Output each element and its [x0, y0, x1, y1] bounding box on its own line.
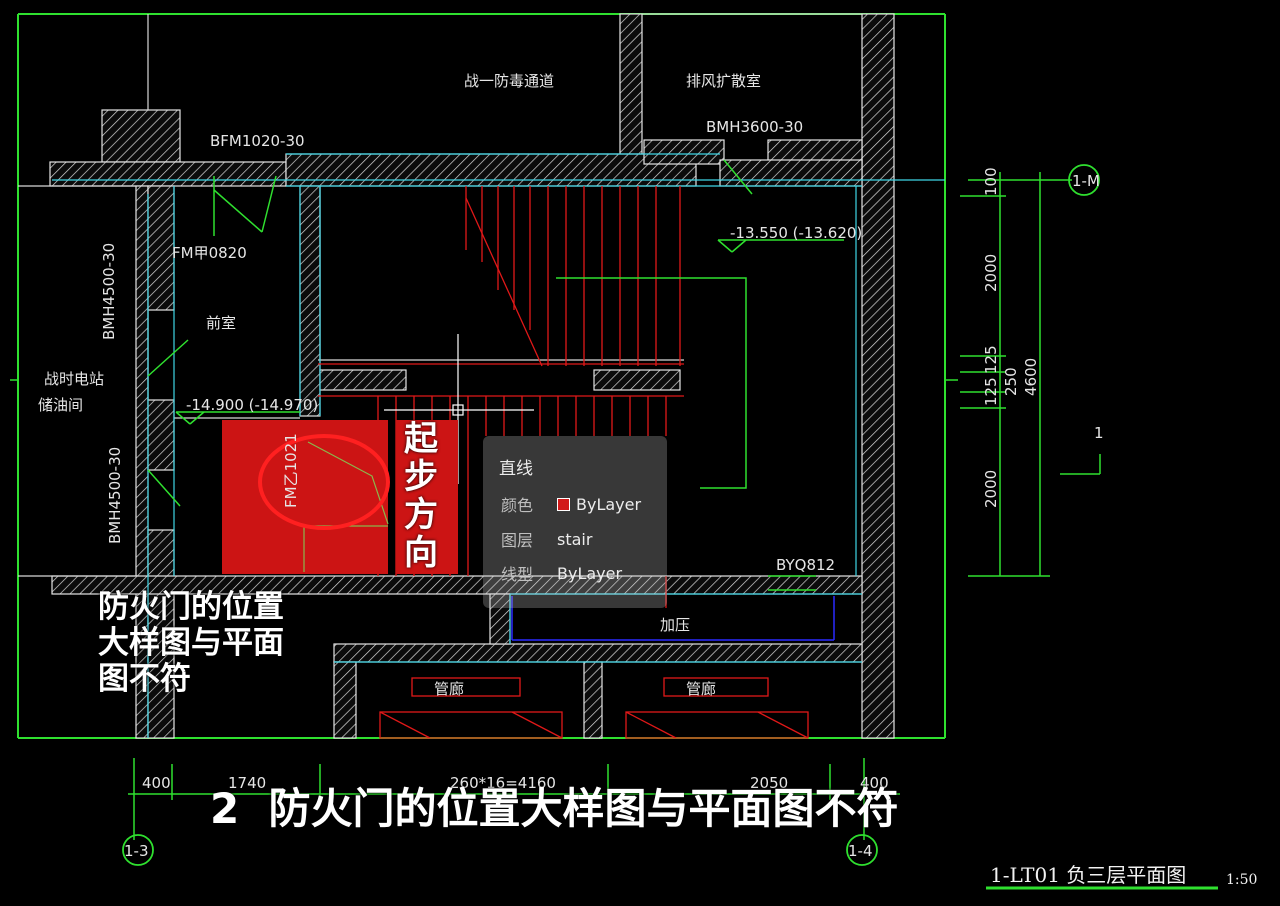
room-label-top-right: 排风扩散室: [686, 72, 761, 90]
direction-label-box: [396, 420, 458, 574]
tooltip-row-color: 颜色 ByLayer: [501, 492, 641, 516]
hatched-walls: [49, 13, 895, 739]
dim-bottom-1: 1740: [228, 774, 266, 792]
door-tag-bfm: BFM1020-30: [210, 132, 305, 150]
tooltip-value-color: ByLayer: [576, 494, 642, 514]
room-label-left-small: 前室: [206, 314, 236, 332]
axis-label-bottom-right: 1-4: [848, 842, 873, 860]
room-label-top-center: 战一防毒通道: [464, 72, 554, 90]
section-mark: 1: [1094, 424, 1104, 442]
red-circle-mark: [258, 434, 390, 530]
room-label-bottom-right: 管廊: [686, 680, 716, 698]
room-label-left-big-1: 战时电站: [44, 370, 104, 388]
axis-label-bottom-left: 1-3: [124, 842, 149, 860]
dim-bottom-4: 400: [860, 774, 889, 792]
property-tooltip: 直线 颜色 ByLayer 图层 stair 线型 ByLayer: [483, 436, 667, 608]
dim-right-1: 2000: [982, 254, 1000, 292]
sheet-scale: 1:50: [1226, 872, 1257, 888]
tooltip-title: 直线: [499, 459, 533, 479]
direction-label: 起步方向: [404, 419, 438, 573]
elevation-left: -14.900 (-14.970): [186, 396, 318, 414]
tooltip-row-layer: 图层 stair: [501, 527, 592, 551]
blue-lines: [511, 596, 835, 641]
sheet-title: 1-LT01 负三层平面图: [990, 863, 1186, 887]
dim-right-6: 2000: [982, 470, 1000, 508]
callout-line-1: 防火门的位置: [98, 589, 284, 625]
dim-right-5: 4600: [1022, 358, 1040, 396]
room-label-bottom-mid: 加压: [660, 616, 690, 634]
door-tag-bmh-left-bottom: BMH4500-30: [106, 447, 124, 544]
door-tag-rotated: FM乙1021: [282, 433, 300, 508]
door-tag-bmh-left-top: BMH4500-30: [100, 243, 118, 340]
door-tag-byq: BYQ812: [776, 556, 835, 574]
dim-right-2: 125: [982, 345, 1000, 374]
room-label-left-big-2: 储油间: [38, 396, 83, 414]
callout-line-2: 大样图与平面: [98, 625, 284, 661]
door-highlight-block: [222, 420, 388, 574]
caption-subtitle: 2 防火门的位置大样图与平面图不符: [210, 784, 899, 833]
tooltip-key-linetype: 线型: [501, 565, 534, 584]
dim-right-3: 125: [982, 377, 1000, 406]
tooltip-value-linetype: ByLayer: [557, 563, 623, 583]
door-tag-fm: FM甲0820: [172, 244, 247, 262]
dim-bottom-3: 2050: [750, 774, 788, 792]
green-annotations: [10, 159, 1101, 840]
callout-line-3: 图不符: [98, 661, 191, 697]
dim-bottom-0: 400: [142, 774, 171, 792]
dim-right-0: 100: [982, 167, 1000, 196]
elevation-top: -13.550 (-13.620): [730, 224, 862, 242]
tooltip-key-layer: 图层: [501, 531, 534, 550]
tooltip-key-color: 颜色: [501, 496, 534, 515]
dim-right-4: 250: [1002, 367, 1020, 396]
dim-bottom-2: 260*16=4160: [450, 774, 556, 792]
tooltip-value-layer: stair: [557, 529, 593, 549]
cyan-lines: [52, 153, 945, 738]
room-label-bottom-left: 管廊: [434, 680, 464, 698]
door-tag-bmh-top: BMH3600-30: [706, 118, 803, 136]
tooltip-row-linetype: 线型 ByLayer: [501, 561, 622, 585]
color-swatch-icon: [557, 497, 570, 511]
axis-bubbles: [122, 164, 1100, 866]
axis-label-right: 1-M: [1072, 172, 1100, 190]
